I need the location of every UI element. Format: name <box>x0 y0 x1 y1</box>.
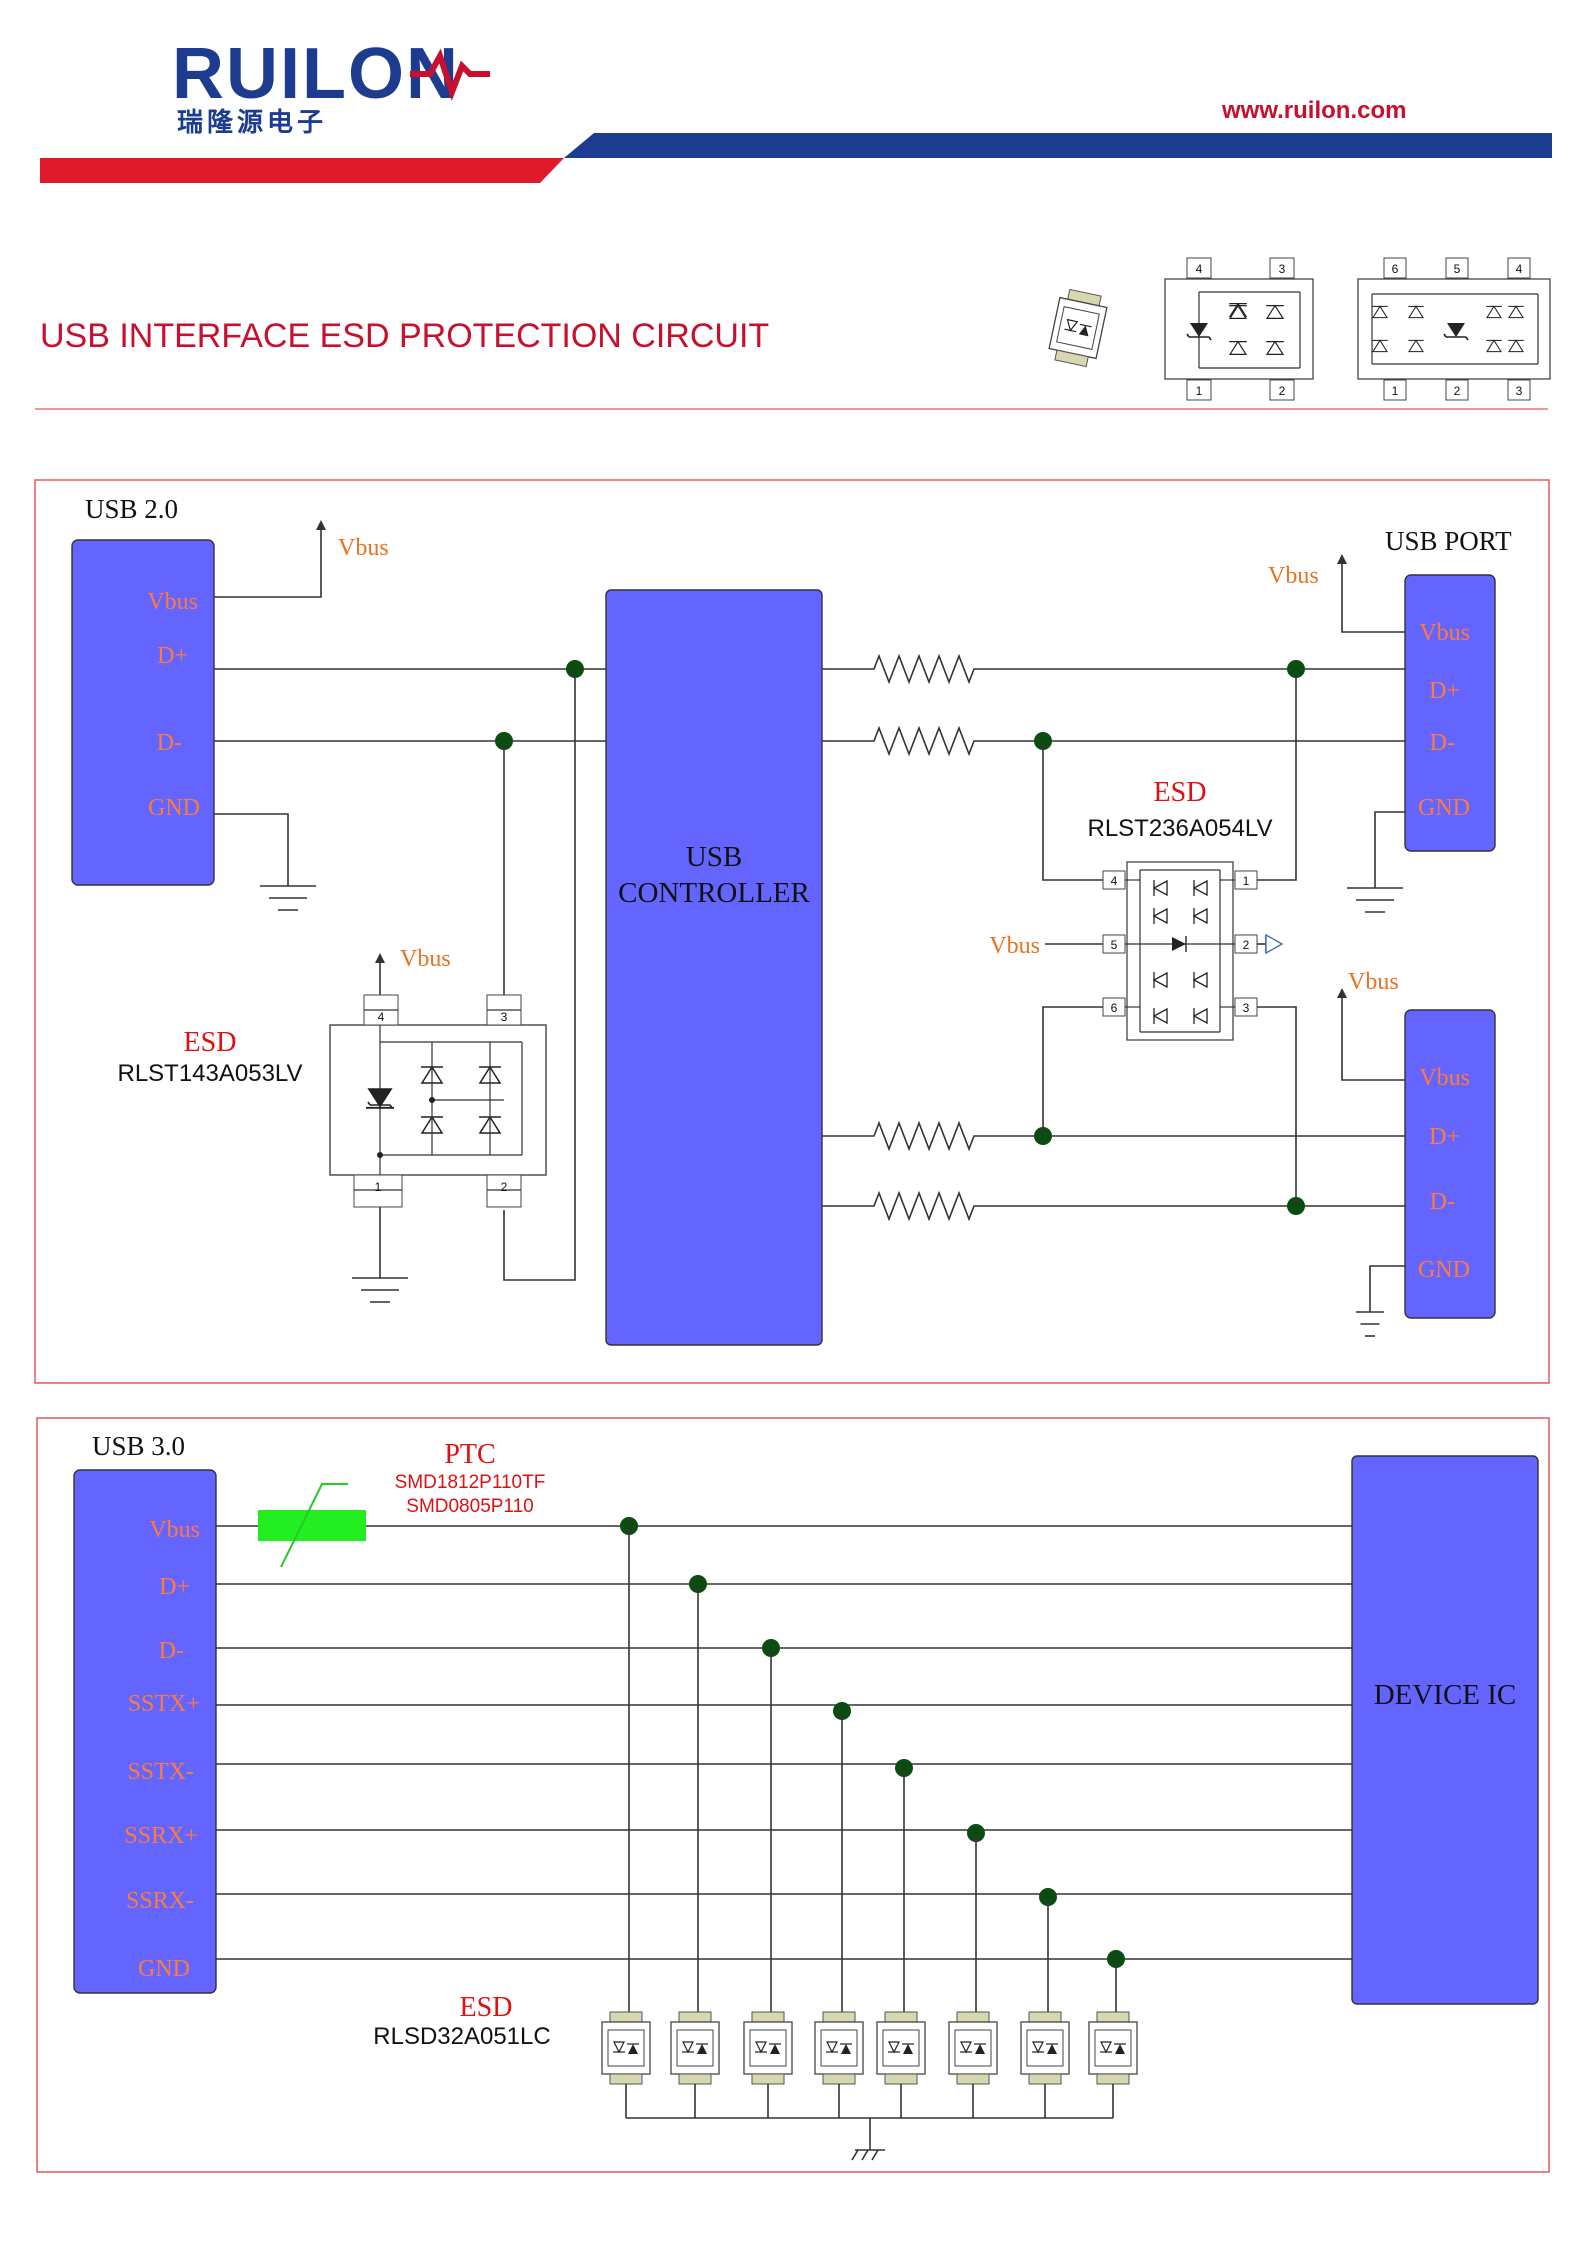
pin-label-gnd: GND <box>1418 1257 1470 1283</box>
usb3-section-label: USB 3.0 <box>92 1431 185 1461</box>
usb2-frame <box>34 479 1550 1384</box>
pin-label-dplus: D+ <box>1429 1124 1460 1150</box>
esd-part-number: RLST236A054LV <box>1087 815 1272 842</box>
esd-label: ESD <box>460 1992 513 2023</box>
pin-number: 2 <box>1243 938 1250 952</box>
ptc-label: PTC <box>444 1439 495 1470</box>
package-icon-sod <box>1046 287 1110 369</box>
ptc-part-number: SMD0805P110 <box>406 1496 533 1517</box>
esd-part-number: RLSD32A051LC <box>373 2023 550 2050</box>
vbus-label: Vbus <box>400 946 451 972</box>
logo-subtitle: 瑞隆源电子 <box>177 108 327 138</box>
header-blue-band <box>564 133 1552 158</box>
pin-label-dminus: D- <box>157 730 182 756</box>
pin-number: 4 <box>378 1010 385 1024</box>
pin-number: 2 <box>1454 384 1461 398</box>
pin-label-vbus: Vbus <box>1419 1065 1470 1091</box>
esd-label: ESD <box>184 1027 237 1058</box>
website-link[interactable]: www.ruilon.com <box>1221 97 1406 124</box>
usb-port-1: Vbus D+ D- GND <box>1404 574 1496 852</box>
vbus-label: Vbus <box>1268 563 1319 589</box>
pin-label-sstx-minus: SSTX- <box>127 1759 194 1785</box>
esd-right-rlst236a054lv: ESD RLST236A054LV 4 1 5 2 6 3 <box>989 669 1297 1206</box>
device-ic: DEVICE IC <box>1351 1455 1539 2005</box>
usb-port-label: USB PORT <box>1385 526 1512 556</box>
pin-number: 6 <box>1111 1001 1118 1015</box>
pin-label-ssrx-minus: SSRX- <box>126 1888 194 1914</box>
pin-label-vbus: Vbus <box>149 1517 200 1543</box>
pin-number: 3 <box>501 1010 508 1024</box>
ptc-fuse: PTC SMD1812P110TF SMD0805P110 <box>258 1439 546 1568</box>
pin-label-ssrx-plus: SSRX+ <box>124 1823 198 1849</box>
pin-label-gnd: GND <box>138 1956 190 1982</box>
pin-number: 5 <box>1111 938 1118 952</box>
vbus-label: Vbus <box>1348 969 1399 995</box>
controller-label-line2: CONTROLLER <box>618 877 810 909</box>
ground-arrow-icon <box>1265 933 1284 955</box>
vbus-label: Vbus <box>338 535 389 561</box>
pin-number: 1 <box>375 1180 382 1194</box>
pin-label-vbus: Vbus <box>147 589 198 615</box>
usb2-section-label: USB 2.0 <box>85 494 178 524</box>
pin-number: 4 <box>1111 874 1118 888</box>
pin-number: 4 <box>1196 262 1203 276</box>
pin-number: 3 <box>1279 262 1286 276</box>
usb2-connector: Vbus D+ D- GND <box>71 539 215 886</box>
esd-left-rlst143a053lv: ESD RLST143A053LV Vbus 4 3 1 2 <box>117 946 547 1303</box>
pin-number: 1 <box>1392 384 1399 398</box>
usb-port-2: Vbus D+ D- GND <box>1404 1009 1496 1319</box>
pin-label-gnd: GND <box>1418 795 1470 821</box>
esd-array <box>601 1517 1138 2161</box>
pin-label-dplus: D+ <box>157 643 188 669</box>
esd-part-number: RLST143A053LV <box>117 1060 302 1087</box>
package-icon-sot26: 6 5 4 1 2 3 <box>1357 257 1551 401</box>
pin-number: 5 <box>1454 262 1461 276</box>
pin-label-dplus: D+ <box>1429 678 1460 704</box>
ptc-part-number: SMD1812P110TF <box>395 1472 546 1493</box>
usb3-frame <box>36 1417 1550 2173</box>
pin-number: 6 <box>1392 262 1399 276</box>
pin-label-dminus: D- <box>1430 730 1455 756</box>
vbus-label: Vbus <box>989 933 1040 959</box>
package-icon-sot23: 4 3 1 2 <box>1164 257 1314 401</box>
pin-number: 4 <box>1516 262 1523 276</box>
pin-number: 1 <box>1243 874 1250 888</box>
pin-number: 2 <box>1279 384 1286 398</box>
pin-label-vbus: Vbus <box>1419 620 1470 646</box>
usb3-connector: Vbus D+ D- SSTX+ SSTX- SSRX+ SSRX- GND <box>73 1469 217 1994</box>
esd-label: ESD <box>1154 777 1207 808</box>
device-ic-label: DEVICE IC <box>1374 1679 1517 1711</box>
usb-controller: USB CONTROLLER <box>605 589 823 1346</box>
header: RUILON 瑞隆源电子 www.ruilon.com <box>40 34 1552 183</box>
pin-number: 2 <box>501 1180 508 1194</box>
pin-label-dminus: D- <box>1430 1189 1455 1215</box>
pin-number: 1 <box>1196 384 1203 398</box>
pin-label-sstx-plus: SSTX+ <box>128 1691 200 1717</box>
pin-label-dplus: D+ <box>159 1574 190 1600</box>
controller-label-line1: USB <box>686 841 742 873</box>
page-title: USB INTERFACE ESD PROTECTION CIRCUIT <box>40 317 769 355</box>
pin-number: 3 <box>1243 1001 1250 1015</box>
pin-number: 3 <box>1516 384 1523 398</box>
pin-label-gnd: GND <box>148 795 200 821</box>
heartbeat-icon <box>410 48 490 101</box>
pin-label-dminus: D- <box>159 1638 184 1664</box>
brand-logo[interactable]: RUILON 瑞隆源电子 <box>172 34 490 138</box>
header-red-band <box>40 158 564 183</box>
